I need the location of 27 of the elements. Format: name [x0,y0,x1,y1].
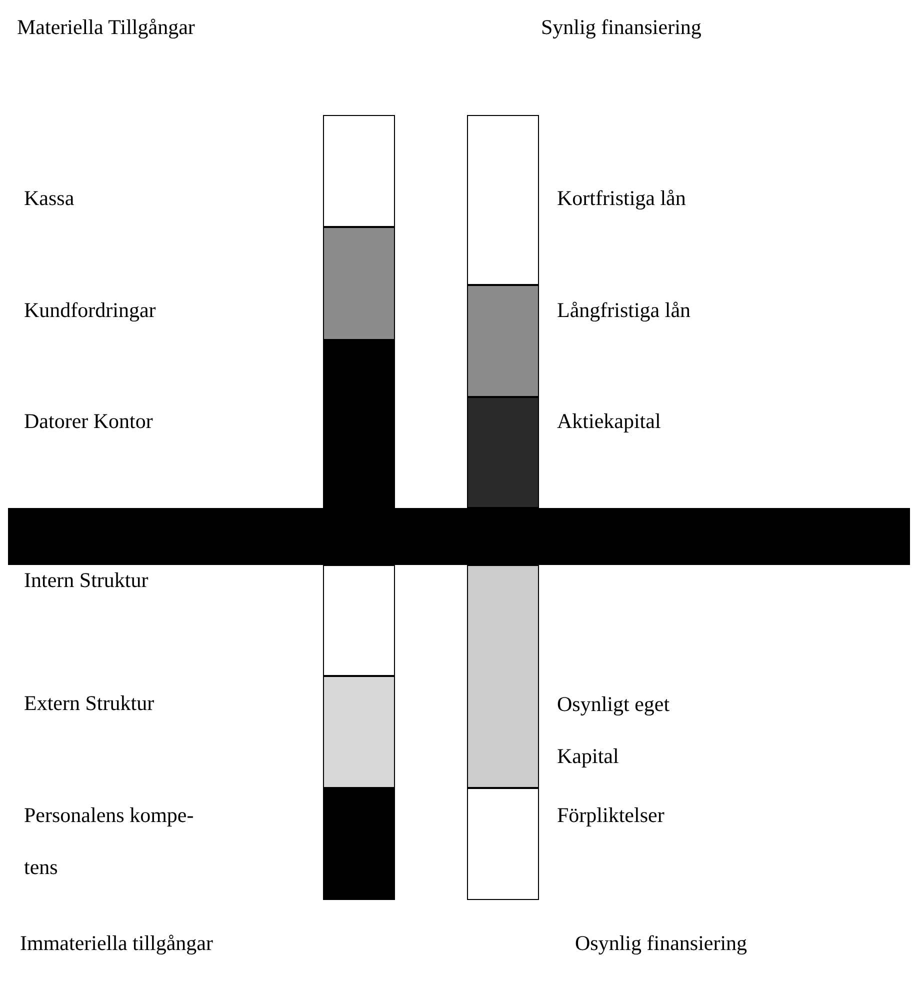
row-label: Personalens kompe-tens [24,802,195,881]
bar-segment [467,565,539,788]
row-label: Osynligt eget Kapital [557,691,671,770]
row-label: Långfristiga lån [557,297,692,324]
bar-segment [467,115,539,285]
bar-segment [323,115,395,227]
bar-segment [323,227,395,340]
quadrant-heading: Materiella Tillgångar [17,14,196,40]
quadrant-heading: Osynlig finansiering [575,930,748,956]
bar-segment [467,788,539,900]
quadrant-heading: Synlig finansiering [541,14,702,40]
row-label: Extern Struktur [24,690,156,717]
bar-segment [323,676,395,788]
row-label: Datorer Kontor [24,408,154,435]
horizontal-band [8,508,910,565]
row-label: Intern Struktur [24,567,150,594]
quadrant-heading: Immateriella tillgångar [20,930,214,956]
bar-segment [467,397,539,508]
row-label: Förpliktelser [557,802,666,829]
bar-segment [323,565,395,676]
bar-segment [323,340,395,508]
row-label: Aktiekapital [557,408,662,435]
bar-segment [467,285,539,397]
bar-segment [323,788,395,900]
row-label: Kassa [24,185,76,212]
row-label: Kortfristiga lån [557,185,687,212]
row-label: Kundfordringar [24,297,157,324]
